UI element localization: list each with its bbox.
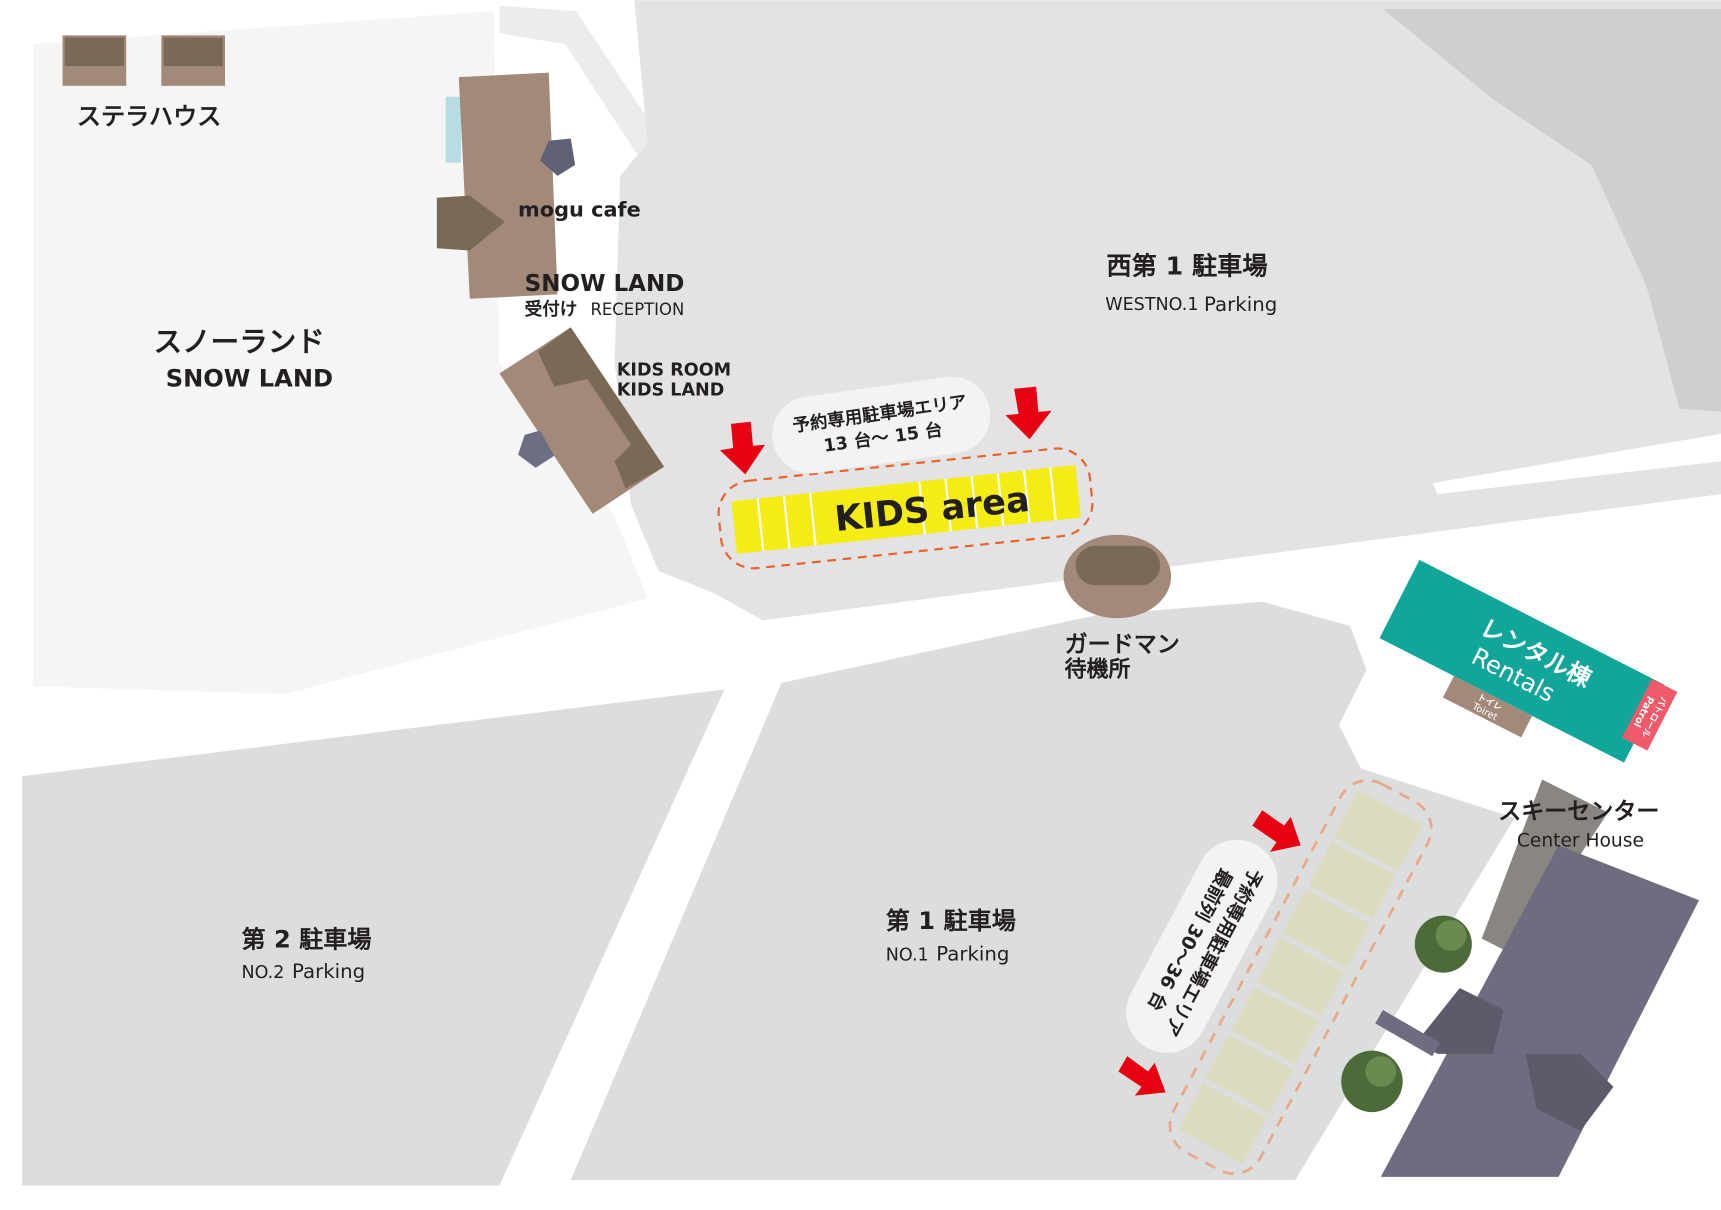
label-parking1-jp: 第 1 駐車場 (886, 907, 1016, 935)
arrow-down-icon (1005, 386, 1052, 440)
decor-block (445, 96, 461, 163)
center-house-building[interactable] (1380, 845, 1700, 1177)
kids-area-boundary (717, 447, 1094, 570)
label-parking1-no: NO.1 (886, 946, 929, 966)
mountain-area (1382, 9, 1721, 412)
tree-icon (1414, 915, 1472, 973)
reserved-front-boundary (1168, 779, 1433, 1175)
arrow-down-icon (720, 421, 766, 475)
access-road-upper (499, 5, 665, 154)
kids-room-roof (537, 327, 665, 489)
toilet-building[interactable] (1442, 675, 1533, 738)
reserved-front-slots[interactable] (1178, 790, 1423, 1164)
arrow-right-icon (1118, 1056, 1166, 1096)
label-kids-land: KIDS LAND (617, 380, 724, 400)
guardman-roof (1075, 545, 1161, 586)
label-snow-land-en: SNOW LAND (166, 365, 333, 393)
label-parking2-jp: 第 2 駐車場 (241, 925, 371, 953)
label-snow-land-jp: スノーランド (154, 325, 325, 358)
rentals-building[interactable] (1379, 559, 1664, 763)
reserved-top-bubble (772, 376, 991, 474)
label-stella-house: ステラハウス (77, 102, 222, 130)
label-west-parking-en: Parking (1204, 293, 1277, 316)
label-parking1-en: Parking (936, 943, 1009, 966)
kids-area-slots[interactable] (731, 465, 1081, 554)
label-guardman-1: ガードマン (1065, 632, 1180, 658)
label-west-parking-jp: 西第 1 駐車場 (1106, 252, 1267, 281)
patrol-building[interactable] (1621, 678, 1678, 751)
label-mogu-cafe: mogu cafe (518, 197, 641, 221)
label-snow-land-reception: SNOW LAND (525, 271, 685, 297)
arrow-right-icon (1252, 810, 1301, 852)
reserved-front-bubble (1126, 839, 1278, 1053)
label-center-house-en: Center House (1517, 830, 1644, 851)
white-strip (1432, 433, 1721, 495)
label-kids-room: KIDS ROOM (617, 361, 731, 381)
center-house-annex (1481, 779, 1608, 956)
label-reception-en: RECEPTION (590, 300, 684, 319)
stella-house-buildings (62, 35, 226, 86)
label-parking2-en: Parking (292, 960, 365, 983)
reception-building[interactable] (458, 72, 558, 299)
label-center-house-jp: スキーセンター (1498, 799, 1659, 825)
kids-room-annex (518, 430, 555, 468)
parking-lot-2[interactable] (21, 689, 725, 1186)
cafe-annex (540, 138, 576, 176)
label-west-parking-no: WESTNO.1 (1105, 295, 1198, 315)
center-house-wing (1415, 988, 1614, 1131)
cafe-entrance (436, 195, 505, 251)
label-reception-jp: 受付け (525, 299, 578, 320)
tree-icon (1341, 1050, 1403, 1113)
label-guardman-2: 待機所 (1065, 656, 1131, 682)
center-house-corridor (1375, 1010, 1440, 1057)
label-parking2-no: NO.2 (241, 963, 284, 983)
